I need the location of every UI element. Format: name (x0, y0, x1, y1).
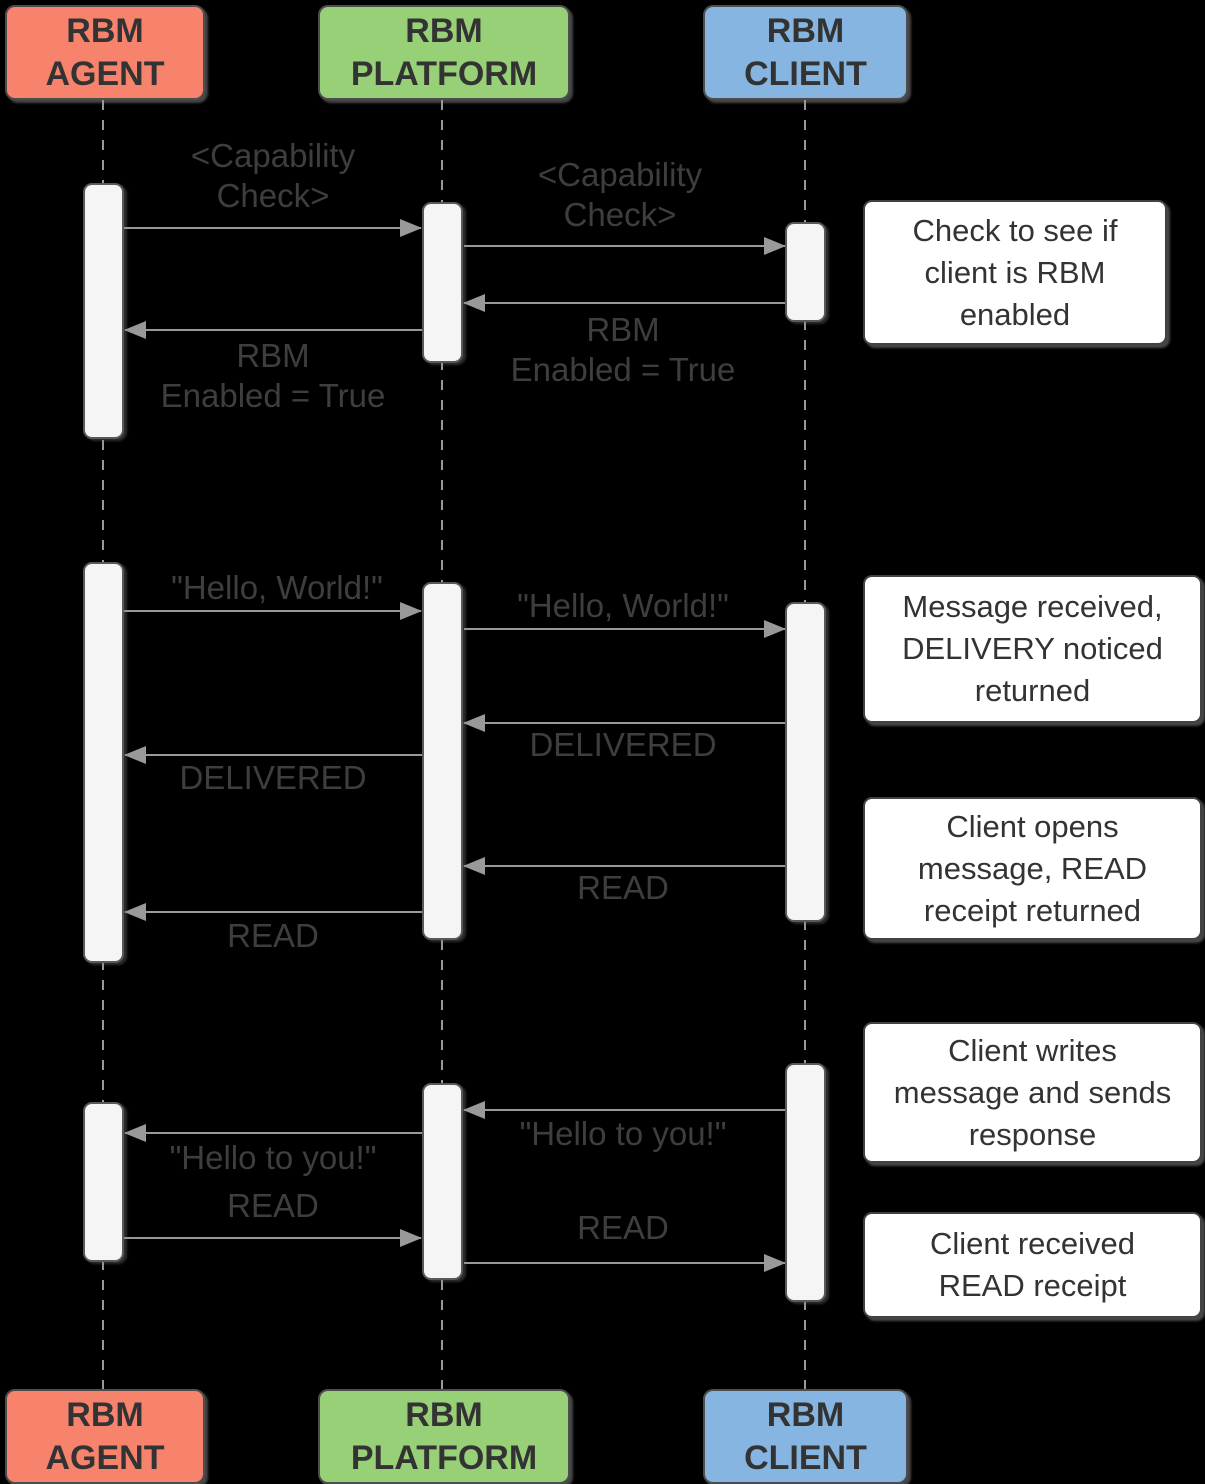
arrowhead-icon (400, 219, 422, 237)
activation-bar-client-2 (785, 602, 826, 922)
message-label-5: "Hello, World!" (171, 569, 383, 606)
message-label-8: DELIVERED (179, 759, 367, 796)
message-arrow-1 (124, 219, 422, 237)
annotation-note-1: Check to see if client is RBM enabled (863, 200, 1167, 345)
arrowhead-icon (124, 903, 146, 921)
message-label-14: READ (577, 1209, 669, 1246)
activation-bar-client-1 (785, 222, 826, 322)
message-label-6: "Hello, World!" (517, 587, 729, 624)
message-label-11: "Hello to you!" (519, 1115, 727, 1152)
message-arrow-7 (463, 714, 785, 732)
message-label-10: READ (227, 917, 319, 954)
arrowhead-icon (124, 746, 146, 764)
message-arrow-10 (124, 903, 422, 921)
annotation-note-5: Client received READ receipt (863, 1212, 1202, 1318)
actor-box-client-top: RBM CLIENT (703, 5, 908, 100)
message-label-7: DELIVERED (529, 726, 717, 763)
message-arrow-2 (464, 237, 786, 255)
actor-box-platform-bottom: RBM PLATFORM (318, 1389, 570, 1484)
activation-bar-platform-3 (422, 1083, 463, 1280)
message-arrow-9 (463, 857, 785, 875)
arrowhead-icon (463, 294, 485, 312)
arrowhead-icon (124, 1124, 146, 1142)
arrowhead-icon (463, 1101, 485, 1119)
message-arrow-14 (464, 1254, 786, 1272)
message-label-2: <Capability Check> (537, 156, 703, 233)
actor-box-agent-bottom: RBM AGENT (5, 1389, 205, 1484)
message-label-12: "Hello to you!" (169, 1139, 377, 1176)
message-label-13: READ (227, 1187, 319, 1224)
actor-box-platform-top: RBM PLATFORM (318, 5, 570, 100)
activation-bar-client-3 (785, 1063, 826, 1302)
annotation-note-4: Client writes message and sends response (863, 1022, 1202, 1163)
actor-box-agent-top: RBM AGENT (5, 5, 205, 100)
arrowhead-icon (400, 1229, 422, 1247)
arrowhead-icon (124, 321, 146, 339)
activation-bar-platform-1 (422, 202, 463, 363)
actor-box-client-bottom: RBM CLIENT (703, 1389, 908, 1484)
arrowhead-icon (400, 602, 422, 620)
message-arrow-4 (124, 321, 422, 339)
arrowhead-icon (764, 1254, 786, 1272)
arrowhead-icon (764, 237, 786, 255)
message-arrow-5 (124, 602, 422, 620)
message-arrow-8 (124, 746, 422, 764)
message-label-3: RBM Enabled = True (510, 311, 736, 388)
message-label-9: READ (577, 869, 669, 906)
message-label-1: <Capability Check> (190, 137, 356, 214)
activation-bar-agent-1 (83, 183, 124, 439)
activation-bar-platform-2 (422, 582, 463, 940)
arrowhead-icon (463, 857, 485, 875)
message-label-4: RBM Enabled = True (160, 337, 386, 414)
arrowhead-icon (463, 714, 485, 732)
message-arrow-3 (463, 294, 785, 312)
activation-bar-agent-2 (83, 562, 124, 963)
arrowhead-icon (764, 620, 786, 638)
message-arrow-6 (464, 620, 786, 638)
activation-bar-agent-3 (83, 1102, 124, 1262)
message-arrow-11 (463, 1101, 785, 1119)
annotation-note-3: Client opens message, READ receipt retur… (863, 797, 1202, 940)
message-arrow-13 (124, 1229, 422, 1247)
annotation-note-2: Message received, DELIVERY noticed retur… (863, 575, 1202, 723)
message-arrow-12 (124, 1124, 422, 1142)
